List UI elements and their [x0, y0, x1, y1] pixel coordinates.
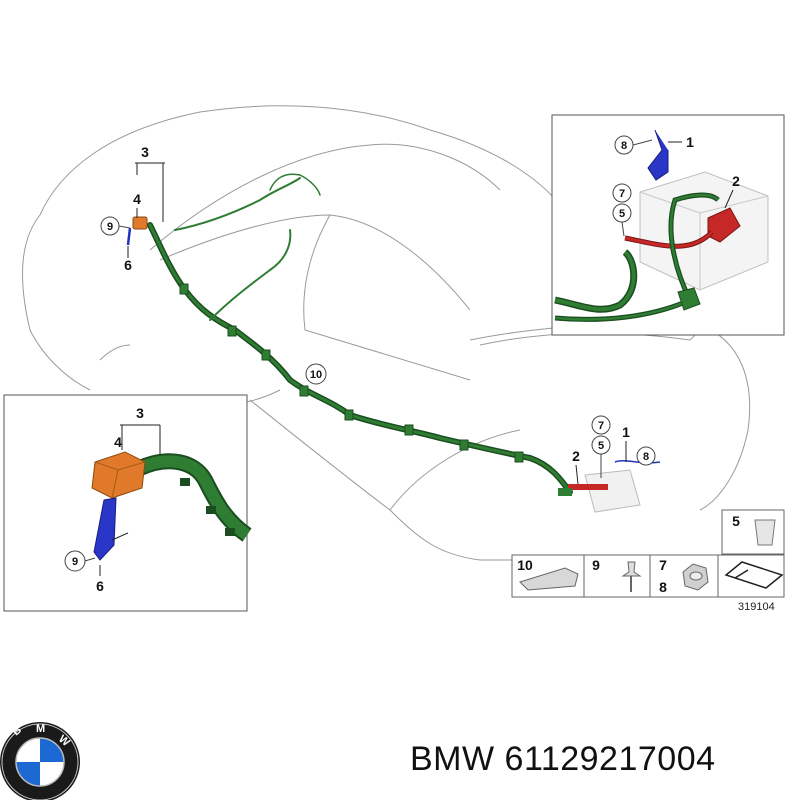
callout-9: 9 [107, 221, 113, 233]
parts-legend: 5 10 9 7 8 319104 [511, 509, 785, 613]
legend-9: 9 [592, 557, 600, 573]
inset-callout-7: 7 [619, 188, 625, 200]
legend-8: 8 [659, 579, 667, 595]
legend-10: 10 [517, 557, 533, 573]
battery-small [558, 459, 661, 513]
inset-callout-8: 8 [621, 140, 627, 152]
callout-2-car: 2 [572, 448, 580, 464]
inset-battery: 8 1 7 5 2 [551, 114, 785, 336]
part-number-caption: BMW 61129217004 [410, 740, 716, 778]
callout-10: 10 [310, 369, 322, 381]
svg-text:M: M [36, 723, 45, 735]
callout-1-car: 1 [622, 424, 630, 440]
inset2-callout-3: 3 [136, 405, 144, 421]
inset2-callout-6: 6 [96, 578, 104, 594]
callout-4: 4 [133, 191, 141, 207]
callout-5-car: 5 [598, 440, 604, 452]
callout-8-car: 8 [643, 451, 649, 463]
legend-7: 7 [659, 557, 667, 573]
callout-7-car: 7 [598, 420, 604, 432]
bmw-logo-icon: B M W [0, 722, 80, 800]
front-connector-small [126, 216, 148, 246]
main-cable-harness [147, 173, 573, 495]
diagram-number: 319104 [738, 601, 775, 613]
callout-6: 6 [124, 257, 132, 273]
inset2-callout-4: 4 [114, 434, 122, 450]
inset-connector: 3 4 9 6 [3, 394, 252, 612]
inset2-callout-9: 9 [72, 556, 78, 568]
inset-callout-5: 5 [619, 208, 625, 220]
inset-callout-2: 2 [732, 173, 740, 189]
inset-callout-1: 1 [686, 134, 694, 150]
callout-3: 3 [141, 144, 149, 160]
car-callouts: 3 4 9 6 10 7 5 2 1 8 [100, 144, 656, 485]
legend-5: 5 [732, 513, 740, 529]
